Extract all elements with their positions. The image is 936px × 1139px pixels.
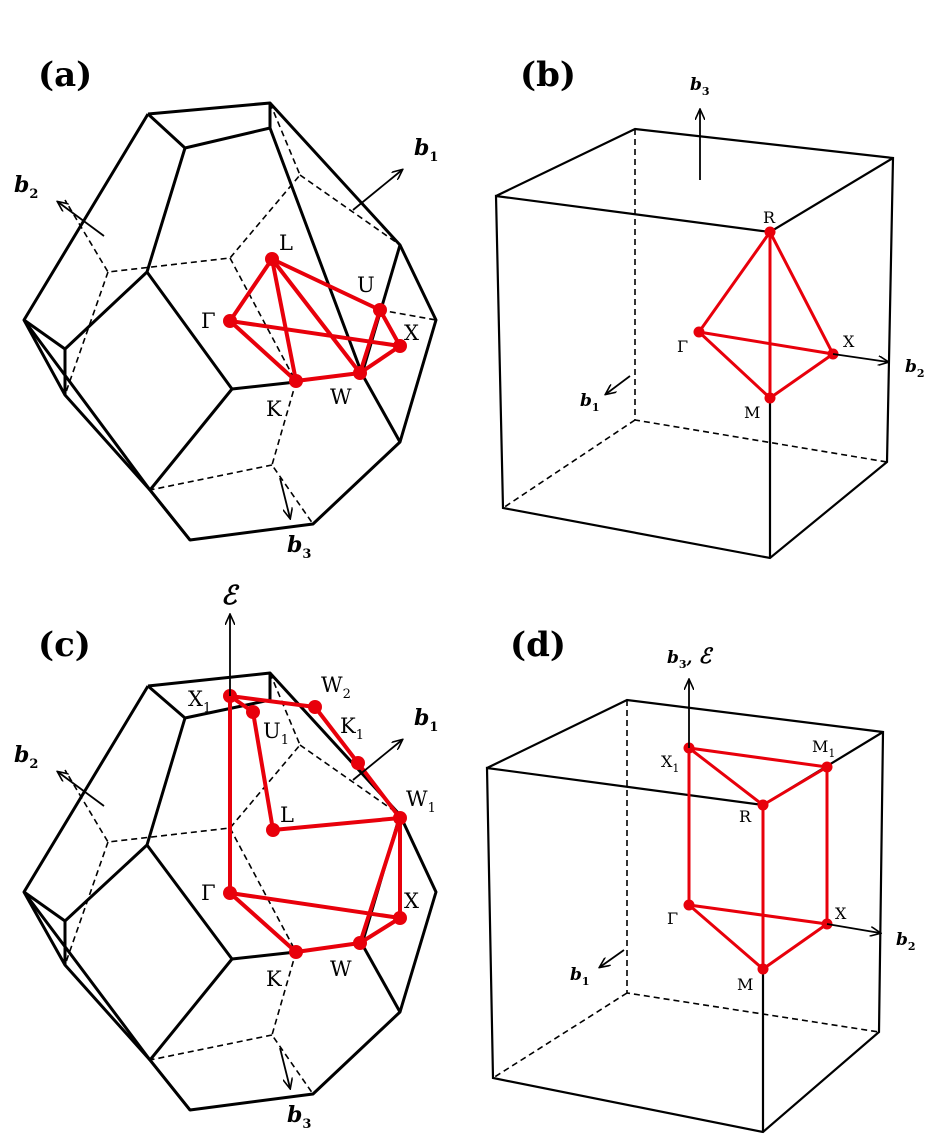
point-M [764, 392, 776, 404]
vector-b3-label: b3 [690, 75, 710, 98]
panel-a-points [223, 252, 407, 388]
point-X [393, 339, 407, 353]
point-K1 [351, 756, 365, 770]
label-W: W [330, 957, 352, 981]
point-W1 [393, 811, 407, 825]
label-M: M [737, 975, 753, 994]
vector-b2-label: b2 [896, 930, 916, 953]
panel-c-label: (c) [38, 625, 91, 665]
vector-b2-label: b2 [905, 357, 925, 380]
arrow-b2 [832, 353, 888, 362]
panel-d-path [687, 746, 829, 971]
point-K [289, 945, 303, 959]
panel-c-hidden-edges [64, 672, 437, 1095]
point-W [353, 366, 367, 380]
panel-b-label: (b) [520, 55, 576, 95]
label-R: R [763, 208, 776, 227]
panel-b-hidden-edges [502, 129, 888, 509]
label-L: L [279, 231, 293, 255]
point-L [265, 252, 279, 266]
vector-b3-field-label: b3, ℰ [667, 643, 713, 671]
point-gamma [693, 326, 705, 338]
point-W [353, 936, 367, 950]
label-W: W [330, 385, 352, 409]
label-U1: U1 [263, 719, 289, 748]
label-X: X [404, 321, 419, 345]
label-X: X [835, 904, 847, 923]
vector-b1-label: b1 [570, 965, 590, 988]
label-U: U [357, 273, 375, 297]
label-X1: X1 [188, 687, 211, 716]
arrow-b2 [58, 202, 105, 237]
arrow-b1 [352, 740, 402, 781]
arrow-b3 [279, 1047, 290, 1088]
vector-b1-label: b1 [580, 391, 600, 414]
arrow-b1 [352, 170, 402, 211]
label-X1: X1 [661, 752, 679, 775]
label-K1: K1 [340, 714, 364, 743]
arrow-b1 [606, 375, 631, 394]
point-X [393, 911, 407, 925]
label-K: K [266, 967, 282, 991]
label-X: X [843, 332, 855, 351]
vector-b1-label: b1 [414, 705, 438, 735]
point-U1 [246, 705, 260, 719]
vector-b1-label: b1 [414, 135, 438, 165]
panel-b: (b) R Γ X M b3 b2 b1 [494, 55, 925, 560]
point-gamma [223, 314, 237, 328]
panel-b-points [693, 226, 839, 404]
point-gamma [683, 899, 695, 911]
label-M1: M1 [812, 737, 835, 760]
panel-d-hidden-edges [492, 700, 880, 1079]
arrow-b2 [58, 772, 105, 807]
panel-a: (a) [14, 55, 438, 562]
label-X: X [404, 889, 419, 913]
label-L: L [280, 803, 294, 827]
point-M [757, 963, 769, 975]
vector-b2-label: b2 [14, 742, 38, 772]
panel-c-path [228, 694, 402, 954]
panel-b-cube-edges [494, 127, 895, 560]
label-K: K [266, 397, 282, 421]
label-gamma: Γ [677, 337, 688, 356]
panel-c: (c) [14, 581, 438, 1132]
label-gamma: Γ [201, 309, 216, 333]
panel-a-label: (a) [38, 55, 92, 95]
panel-d-label: (d) [510, 625, 566, 665]
panel-a-hidden-edges [64, 102, 437, 525]
label-W1: W1 [406, 787, 436, 816]
label-W2: W2 [321, 673, 351, 702]
point-L [266, 823, 280, 837]
label-gamma: Γ [201, 881, 216, 905]
vector-b3-label: b3 [287, 1102, 311, 1132]
panel-d: (d) X1 M1 R Γ X M b3, ℰ [485, 625, 916, 1134]
arrow-b3 [279, 477, 290, 518]
vector-b2-label: b2 [14, 172, 38, 202]
vector-b3-label: b3 [287, 532, 311, 562]
arrow-b1 [600, 949, 625, 967]
label-R: R [739, 807, 752, 826]
point-U [373, 303, 387, 317]
panel-b-path [697, 230, 835, 400]
arrow-b2 [826, 923, 880, 933]
point-K [289, 374, 303, 388]
point-M1 [821, 761, 833, 773]
point-W2 [308, 700, 322, 714]
point-R [764, 226, 776, 238]
label-gamma: Γ [667, 909, 678, 928]
field-label: ℰ [221, 581, 240, 611]
point-R [757, 799, 769, 811]
panel-c-points [223, 689, 407, 959]
point-gamma [223, 886, 237, 900]
label-M: M [744, 403, 760, 422]
